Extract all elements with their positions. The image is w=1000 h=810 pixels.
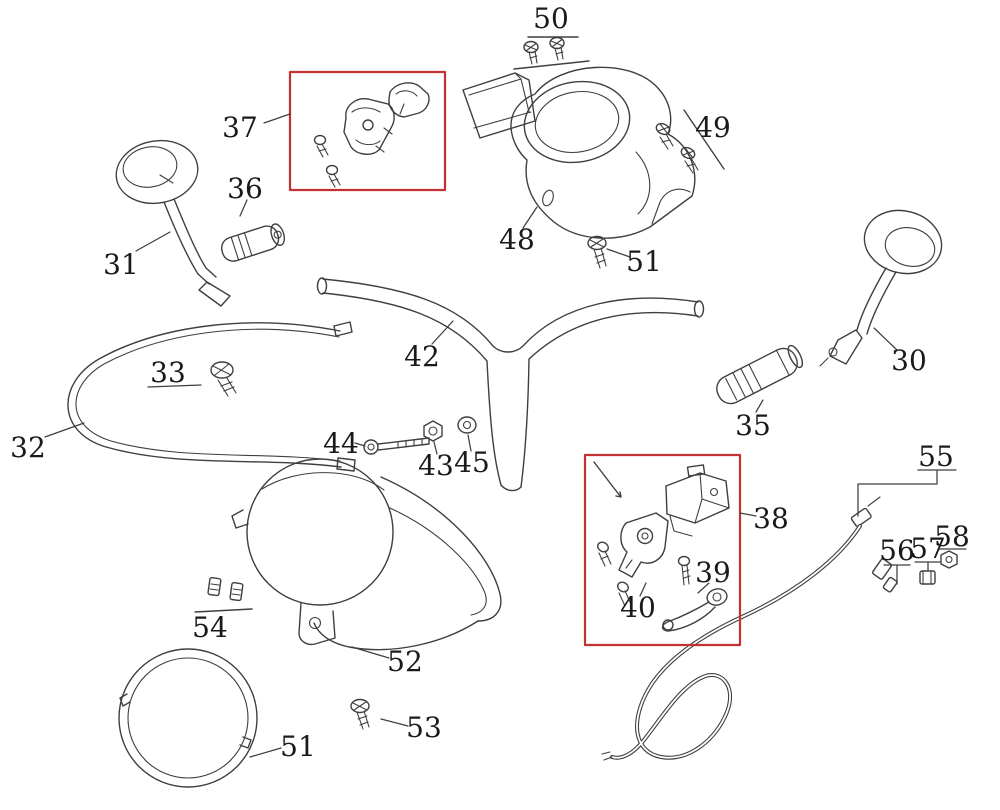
part-43-nut [423, 420, 443, 442]
part-53-screw [350, 698, 370, 730]
part-label-54-22: 54 [192, 611, 228, 644]
leader-30 [873, 327, 898, 351]
part-32-throttle-cable [67, 321, 356, 472]
part-38-switch-housing [665, 464, 730, 537]
leader-53 [380, 718, 409, 727]
part-label-44-11: 44 [323, 427, 359, 460]
part-label-45-13: 45 [454, 446, 490, 479]
part-label-30-7: 30 [891, 344, 927, 377]
leader-37 [263, 113, 291, 124]
part-51-headlight-rim [118, 648, 258, 788]
part-39-lever [661, 588, 728, 632]
part-33-screw [210, 361, 237, 397]
part-label-36-3: 36 [227, 172, 263, 205]
part-label-50-0: 50 [533, 2, 569, 35]
part-58-nut [940, 550, 958, 569]
leader-39 [697, 582, 710, 594]
part-31-mirror-left [115, 139, 231, 307]
part-37-screws [313, 134, 341, 188]
leader-31 [135, 231, 171, 252]
part-38-screws-and-arrow [593, 461, 691, 607]
highlight-boxes [288, 70, 742, 647]
part-label-39-20: 39 [695, 556, 731, 589]
part-label-51-5: 51 [626, 245, 662, 278]
part-37-switch-halves [343, 82, 430, 155]
part-42-handlebar [316, 277, 705, 492]
group-box-37 [288, 70, 447, 192]
part-label-51-25: 51 [280, 730, 316, 763]
leader-36 [239, 199, 248, 217]
part-52-headlight-bucket [231, 458, 502, 651]
part-label-56-18: 56 [879, 534, 915, 567]
part-label-31-6: 31 [103, 248, 139, 281]
part-49-divider-line [683, 109, 725, 170]
leader-40 [639, 582, 647, 597]
leader-43 [433, 441, 438, 455]
part-label-40-21: 40 [620, 591, 656, 624]
diagram-line-art [67, 36, 958, 788]
part-label-42-8: 42 [404, 340, 440, 373]
part-label-58-17: 58 [934, 520, 970, 553]
part-49-screws [655, 122, 699, 174]
part-label-32-14: 32 [10, 431, 46, 464]
leader-51-bottom [249, 747, 282, 758]
part-label-37-1: 37 [222, 111, 258, 144]
leader-lines [44, 113, 967, 758]
part-48-upper-cover [462, 66, 696, 239]
part-40-bracket [618, 512, 669, 578]
part-label-38-16: 38 [753, 502, 789, 535]
leader-42 [431, 320, 454, 345]
part-label-33-9: 33 [150, 356, 186, 389]
part-label-35-10: 35 [735, 409, 771, 442]
part-label-57-19: 57 [910, 532, 946, 565]
part-label-53-24: 53 [406, 711, 442, 744]
part-label-52-23: 52 [387, 645, 423, 678]
part-55-speedo-cable [601, 496, 898, 761]
part-51-screw-top [587, 235, 607, 269]
leader-38 [739, 512, 757, 517]
part-50-screws [523, 36, 565, 65]
bracket-55 [857, 469, 938, 517]
leader-52 [351, 646, 390, 659]
part-label-55-15: 55 [918, 440, 954, 473]
leader-48 [522, 206, 538, 229]
leader-35 [755, 399, 764, 413]
leader-44 [354, 442, 366, 447]
leader-51-top [606, 248, 631, 258]
underline-33 [147, 384, 202, 388]
part-45-nut [457, 416, 477, 434]
leader-45 [467, 434, 472, 452]
part-36-throttle-tube [220, 223, 286, 262]
part-label-43-12: 43 [418, 449, 454, 482]
part-30-mirror-right [819, 209, 943, 367]
part-57-nut [919, 570, 936, 585]
leader-32 [44, 422, 85, 438]
part-35-grip [716, 344, 804, 405]
part-50-baseline [513, 60, 590, 70]
part-label-49-2: 49 [695, 111, 731, 144]
part-54-underline [194, 608, 253, 613]
part-54-clips [207, 576, 244, 602]
group-box-38 [583, 453, 742, 647]
part-label-48-4: 48 [499, 223, 535, 256]
